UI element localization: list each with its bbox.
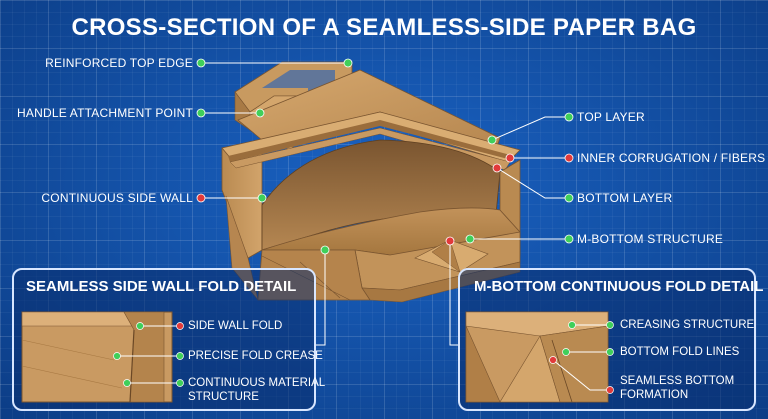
label-side-wall-fold: SIDE WALL FOLD [188,320,283,332]
label-precise-fold-crease: PRECISE FOLD CREASE [188,350,323,362]
label-reinforced-top-edge: REINFORCED TOP EDGE [45,56,193,70]
inset-side-wall-fold: SEAMLESS SIDE WALL FOLD DETAIL SIDE WALL… [12,268,325,411]
label-inner-corrugation: INNER CORRUGATION / FIBERS [577,151,766,165]
side-wall-detail-image [21,311,184,403]
leader-lines [203,62,567,346]
label-bottom-layer: BOTTOM LAYER [577,191,673,205]
markers [196,58,574,255]
m-bottom-detail-image [465,311,614,403]
label-creasing-structure: CREASING STRUCTURE [620,319,755,331]
label-seamless-bottom-1: SEAMLESS BOTTOM [620,375,735,387]
label-m-bottom-structure: M-BOTTOM STRUCTURE [577,232,724,246]
label-continuous-side-wall: CONTINUOUS SIDE WALL [41,191,193,205]
page-title: CROSS-SECTION OF A SEAMLESS-SIDE PAPER B… [71,14,697,41]
label-handle-attachment-point: HANDLE ATTACHMENT POINT [17,106,193,120]
inset-m-bottom-title: M-BOTTOM CONTINUOUS FOLD DETAIL [474,278,764,295]
inset-m-bottom-fold: M-BOTTOM CONTINUOUS FOLD DETAIL CREASING… [458,268,763,411]
label-top-layer: TOP LAYER [577,110,645,124]
label-seamless-bottom-2: FORMATION [620,389,689,401]
label-bottom-fold-lines: BOTTOM FOLD LINES [620,346,740,358]
inset-side-wall-title: SEAMLESS SIDE WALL FOLD DETAIL [26,278,297,295]
label-continuous-material-2: STRUCTURE [188,391,259,403]
label-continuous-material-1: CONTINUOUS MATERIAL [188,377,326,389]
